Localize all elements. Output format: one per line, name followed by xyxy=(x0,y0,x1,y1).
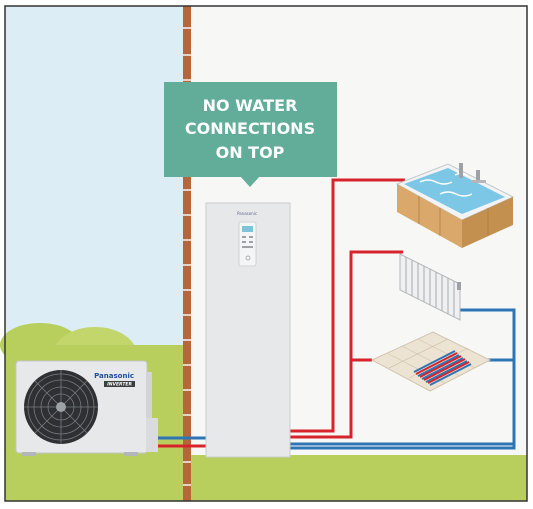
hot-water-flow-pipe xyxy=(289,178,405,433)
radiator-valve-icon xyxy=(457,282,461,290)
radiator-illustration xyxy=(399,253,461,321)
underfloor-heating-illustration xyxy=(370,331,492,392)
pipe-connection-cover xyxy=(146,418,158,452)
callout-box: NO WATER CONNECTIONS ON TOP xyxy=(164,82,337,187)
brick-wall xyxy=(183,6,191,501)
control-panel xyxy=(238,221,257,267)
status-indicator-icon xyxy=(245,255,251,261)
outdoor-heat-pump-unit: Panasonic INVERTER xyxy=(15,360,158,456)
inverter-badge-bg xyxy=(104,381,135,387)
unit-foot-left xyxy=(22,452,36,456)
bath-faucet-icon xyxy=(459,163,486,183)
fan-grille xyxy=(24,370,98,444)
callout-line-1: NO WATER xyxy=(203,96,298,115)
frame-border xyxy=(4,5,528,502)
floor-heating-return-pipe xyxy=(289,358,516,450)
callout-line-3: ON TOP xyxy=(216,143,285,162)
control-buttons xyxy=(242,236,253,248)
inverter-badge: INVERTER xyxy=(107,382,132,388)
callout-pointer xyxy=(240,176,260,187)
flow-pipes xyxy=(155,178,405,448)
unit-foot-right xyxy=(124,452,138,456)
indoor-tank-unit: Panasonic xyxy=(205,202,291,458)
indoor-floor xyxy=(191,455,527,501)
bathtub-illustration xyxy=(395,163,515,248)
unit-side-panel xyxy=(146,372,152,438)
floor-tiles xyxy=(370,331,492,392)
control-screen xyxy=(242,226,253,232)
bathtub-front-panel xyxy=(397,184,462,248)
radiator-flow-pipe xyxy=(289,250,403,439)
floor-loop-return xyxy=(413,350,472,386)
bathtub-side-panel xyxy=(462,197,513,248)
outdoor-brand-logo: Panasonic xyxy=(94,372,134,380)
return-pipes xyxy=(155,308,516,450)
floor-loop-flow xyxy=(415,352,470,384)
callout-line-2: CONNECTIONS xyxy=(185,119,315,138)
indoor-brand-logo: Panasonic xyxy=(237,211,257,216)
